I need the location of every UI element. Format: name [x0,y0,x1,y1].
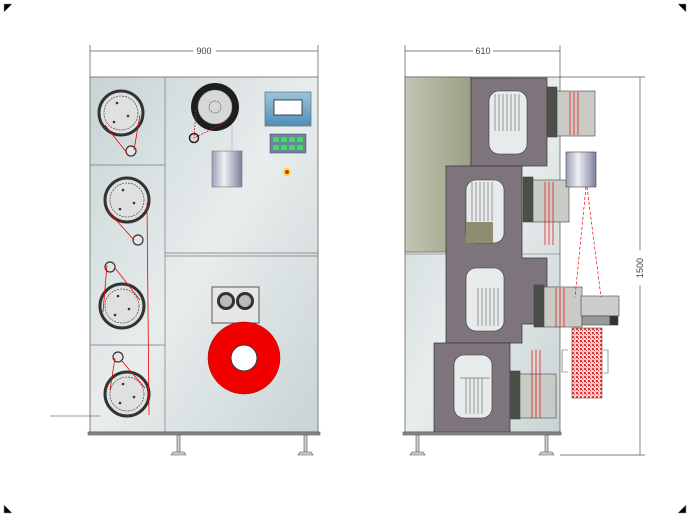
hmi-screen[interactable] [264,91,312,127]
corner-marks [3,3,687,514]
belt-lines [102,114,150,416]
depth-label: 610 [475,46,490,56]
grinding-wheels [97,89,151,418]
emergency-stop-button[interactable] [283,168,291,176]
cylinder-unit [211,150,243,188]
wheel-2 [103,176,151,224]
lower-drive [211,286,260,324]
upper-drive-wheel [188,83,239,150]
red-wheel [207,321,281,395]
height-label: 1500 [635,258,645,278]
wheel-1 [97,89,145,137]
motor-shade [466,222,493,243]
height-dimension [560,76,645,456]
width-dimension [89,45,319,77]
side-view: 610 1500 [402,45,645,456]
front-view: 900 [50,45,321,456]
belt-paths [531,92,602,418]
motors [453,90,528,419]
machine-feet [87,431,321,456]
spindles [509,86,620,420]
abrasive-belt-block [571,327,603,399]
motor-fins [460,94,520,414]
side-feet [402,431,562,456]
depth-dimension [404,45,561,77]
width-label: 900 [196,46,211,56]
wheel-4 [103,370,151,418]
wheel-3 [98,282,146,330]
button-keypad[interactable] [269,133,307,154]
